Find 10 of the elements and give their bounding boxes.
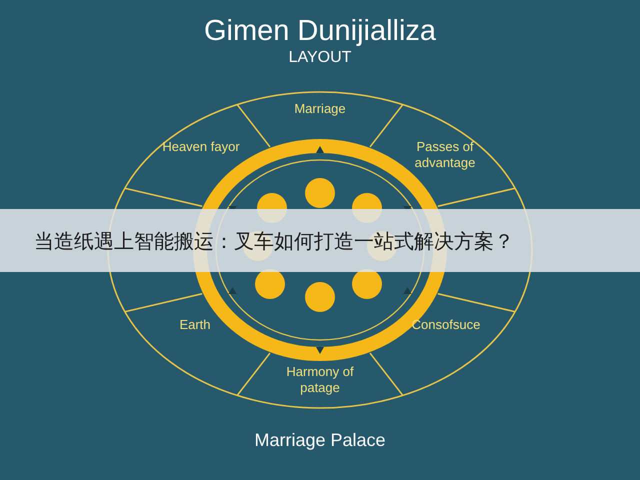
- sector-label: Earth: [150, 317, 240, 333]
- diagram-title: Gimen Dunijialliza: [204, 15, 436, 47]
- sector-label: Harmony of patage: [270, 364, 370, 396]
- caption: Marriage Palace: [254, 430, 386, 450]
- sector-label: Marriage: [275, 101, 365, 117]
- subtitle: LAYOUT: [288, 49, 352, 66]
- sector-label: Passes of advantage: [390, 139, 500, 171]
- sector-label: Heaven fayor: [156, 139, 246, 155]
- banner: 当造纸遇上智能搬运：叉车如何打造一站式解决方案？: [0, 209, 640, 272]
- sector-label: Consofsuce: [391, 317, 501, 333]
